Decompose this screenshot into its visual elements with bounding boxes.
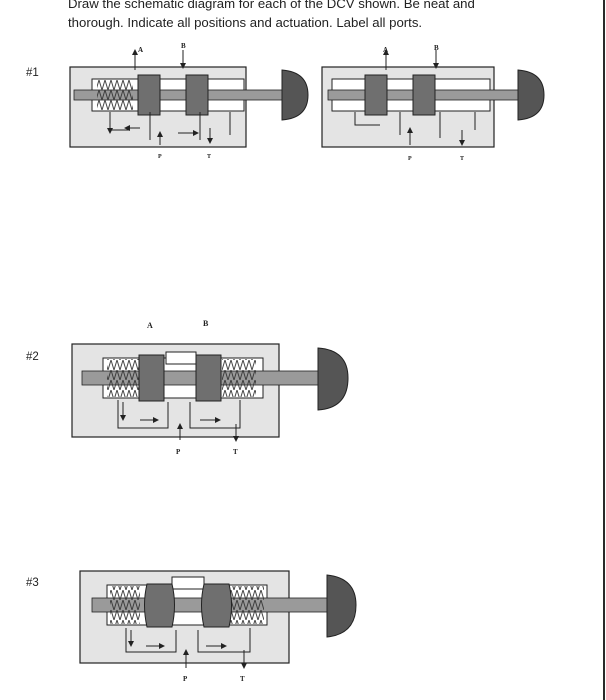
port-a-label-3: A <box>147 321 153 330</box>
port-a-label: A <box>138 46 143 54</box>
valve-3: P T <box>79 570 357 683</box>
port-t-label: T <box>207 154 211 160</box>
port-p-label-3: P <box>176 448 181 456</box>
port-t-label-4: T <box>240 675 245 683</box>
instructions: Draw the schematic diagram for each of t… <box>68 0 588 32</box>
port-b-label: B <box>181 42 186 50</box>
port-t-label-2: T <box>460 156 464 162</box>
port-b-label-2: B <box>434 44 439 52</box>
valve-2: A B P T <box>71 319 349 456</box>
question-3-label: #3 <box>26 577 39 589</box>
port-p-label-4: P <box>183 675 188 683</box>
port-a-label-2: A <box>383 46 388 54</box>
question-1-label: #1 <box>26 67 39 79</box>
instructions-line-2: thorough. Indicate all positions and act… <box>68 15 423 30</box>
page-edge <box>603 0 605 700</box>
port-p-label: P <box>158 154 162 160</box>
port-b-label-3: B <box>203 319 209 328</box>
instructions-line-1: Draw the schematic diagram for each of t… <box>68 0 475 11</box>
valve-1-right: A B P T <box>321 44 545 162</box>
question-2-label: #2 <box>26 351 39 363</box>
port-t-label-3: T <box>233 448 238 456</box>
valve-1-left: A B P T <box>69 42 309 160</box>
port-p-label-2: P <box>408 156 412 162</box>
